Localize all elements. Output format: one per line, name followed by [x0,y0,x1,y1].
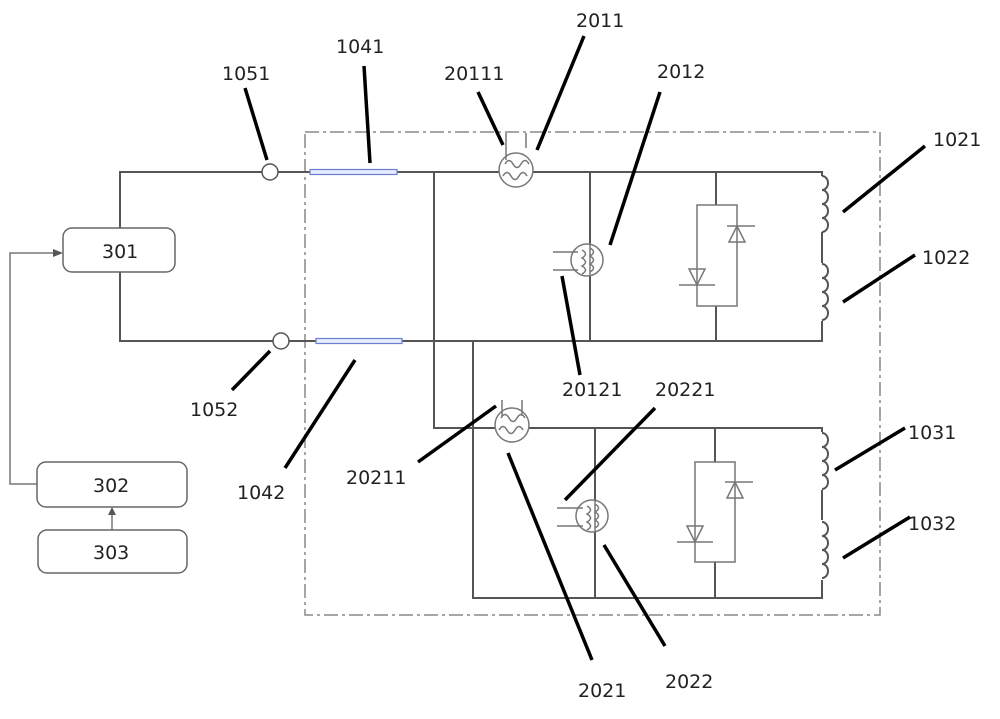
label-1021: 1021 [933,129,981,151]
label-2021: 2021 [578,680,626,702]
label-1032: 1032 [908,513,956,535]
label-20121: 20121 [562,379,622,401]
diode-icon [677,525,713,544]
label-2012: 2012 [657,61,705,83]
label-1052: 1052 [190,399,238,421]
block-302-label: 302 [93,475,129,497]
coil-icons [816,175,829,580]
block-302 [36,461,188,508]
block-301-label: 301 [102,241,138,263]
enclosure-boundary [304,131,881,616]
label-1041: 1041 [336,36,384,58]
label-20221: 20221 [655,379,715,401]
leader-lines [230,35,927,661]
label-2011: 2011 [576,10,624,32]
block-303 [37,529,188,574]
label-1022: 1022 [922,247,970,269]
label-1051: 1051 [222,63,270,85]
terminal-1052 [272,332,290,350]
terminal-1051 [261,163,279,181]
arrow-icon [108,507,116,515]
label-20211: 20211 [346,467,406,489]
label-1042: 1042 [237,482,285,504]
transformer-2021-icon [494,400,530,443]
diode-icon [679,268,715,287]
diode-icon [725,480,753,499]
rod-1041 [309,168,398,176]
upper-circuit [119,171,823,599]
transformer-2011-icon [498,133,534,188]
reference-labels: 1051 1041 20111 2011 2012 1021 1022 1052… [190,10,981,702]
block-303-label: 303 [93,542,129,564]
block-301 [62,227,176,273]
rod-1042 [315,337,403,345]
label-2022: 2022 [665,671,713,693]
transformer-2022-icon [557,499,609,533]
control-blocks: 301 302 303 [9,227,188,574]
diode-icon [727,224,755,243]
label-20111: 20111 [444,63,504,85]
transformer-2012-icon [553,243,604,277]
arrow-icon [53,249,63,257]
label-1031: 1031 [908,422,956,444]
